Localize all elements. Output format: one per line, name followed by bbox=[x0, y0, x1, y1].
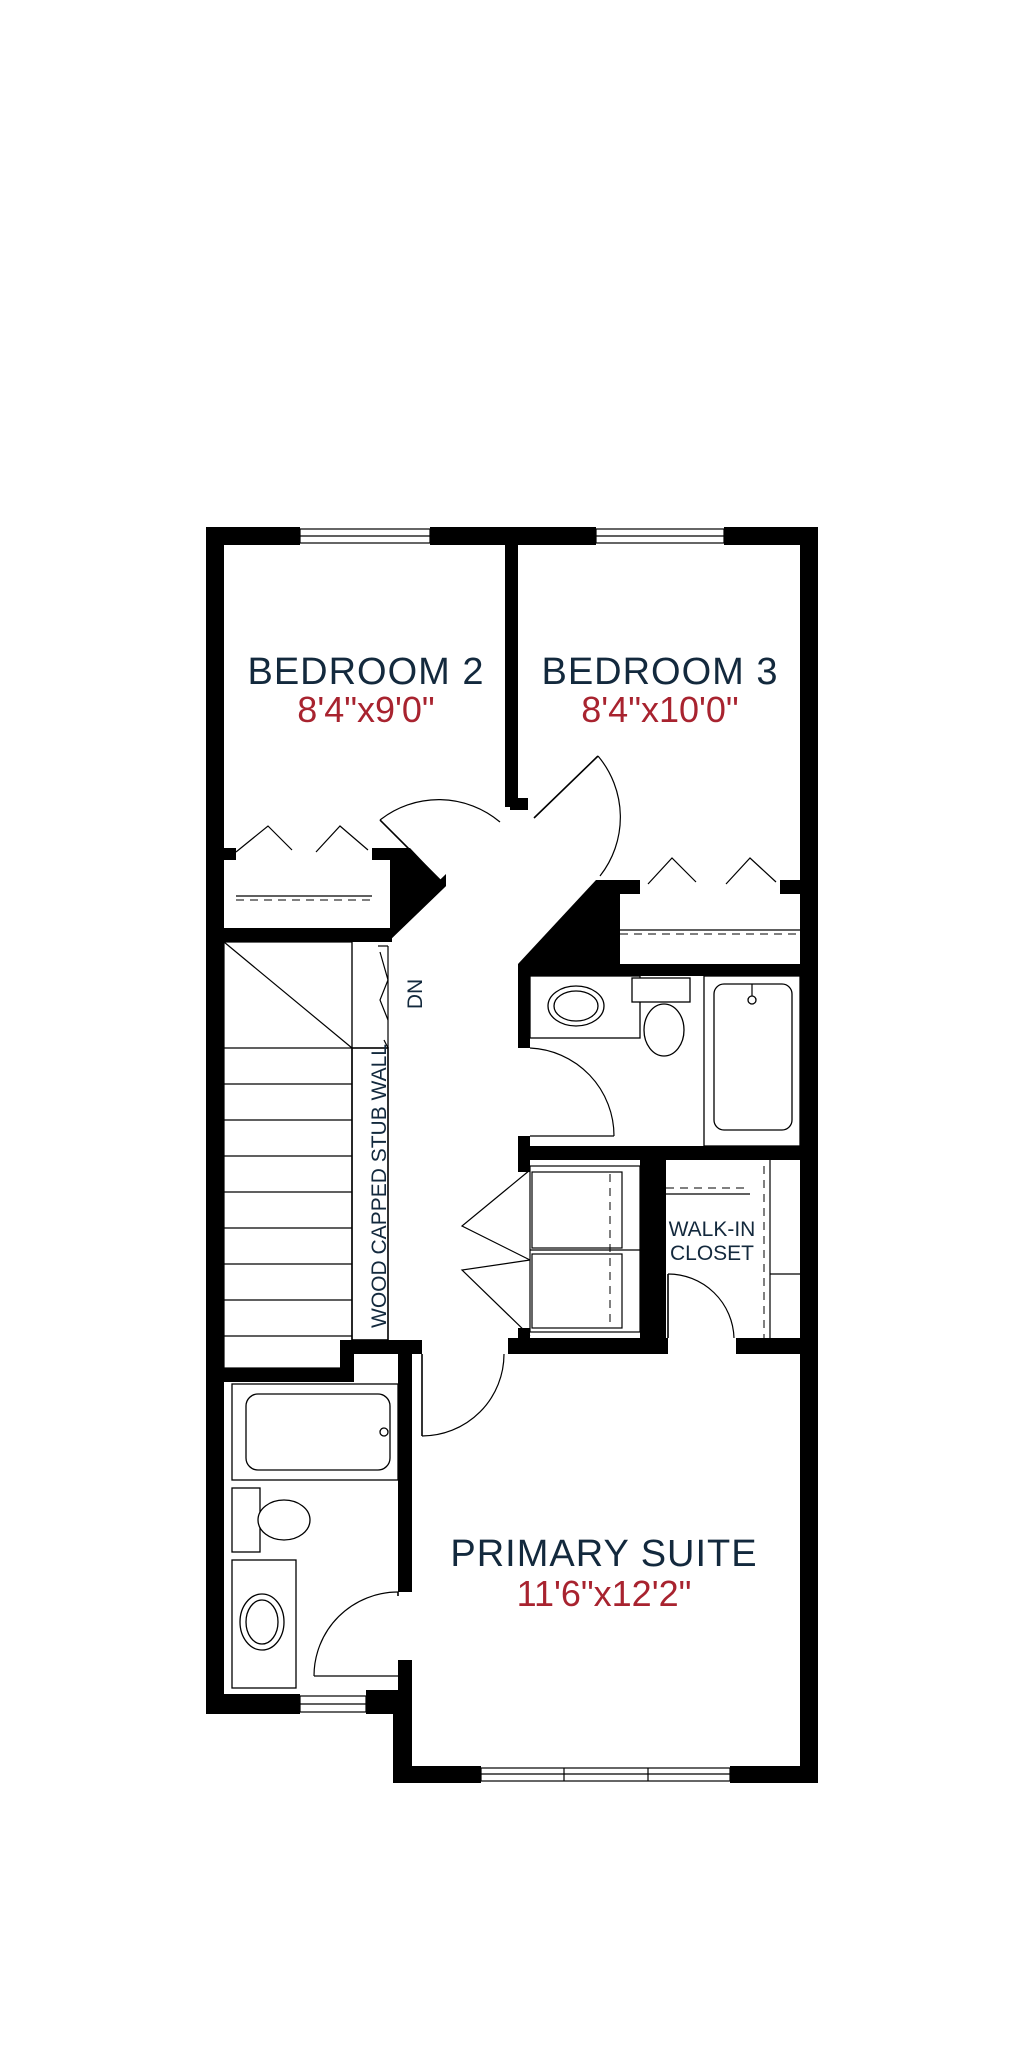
bedroom-2-name: BEDROOM 2 bbox=[247, 651, 484, 693]
exterior-walls bbox=[206, 527, 818, 1783]
interior-walls bbox=[224, 545, 800, 1696]
walk-in-closet-label: WALK-IN CLOSET bbox=[669, 1218, 756, 1265]
lower-bathroom bbox=[231, 1383, 399, 1689]
primary-suite-label: PRIMARY SUITE 11'6"x12'2" bbox=[450, 1533, 757, 1614]
staircase bbox=[223, 941, 389, 1369]
bedroom-3-label: BEDROOM 3 8'4"x10'0" bbox=[541, 651, 778, 730]
bedroom-3-name: BEDROOM 3 bbox=[541, 651, 778, 693]
upper-bathroom bbox=[529, 975, 801, 1147]
stub-wall-label: WOOD CAPPED STUB WALL bbox=[368, 1044, 391, 1328]
bedroom-2-dimensions: 8'4"x9'0" bbox=[297, 689, 434, 730]
doors bbox=[313, 755, 735, 1677]
walk-in-closet-line-1: WALK-IN bbox=[669, 1218, 756, 1241]
primary-suite-name: PRIMARY SUITE bbox=[450, 1533, 757, 1575]
bedroom-2-label: BEDROOM 2 8'4"x9'0" bbox=[247, 651, 484, 730]
closets bbox=[235, 825, 800, 1338]
stair-down-label: DN bbox=[404, 979, 427, 1009]
walk-in-closet-line-2: CLOSET bbox=[670, 1242, 754, 1265]
windows bbox=[299, 528, 731, 1782]
primary-suite-dimensions: 11'6"x12'2" bbox=[517, 1573, 692, 1614]
bedroom-3-dimensions: 8'4"x10'0" bbox=[581, 689, 738, 730]
